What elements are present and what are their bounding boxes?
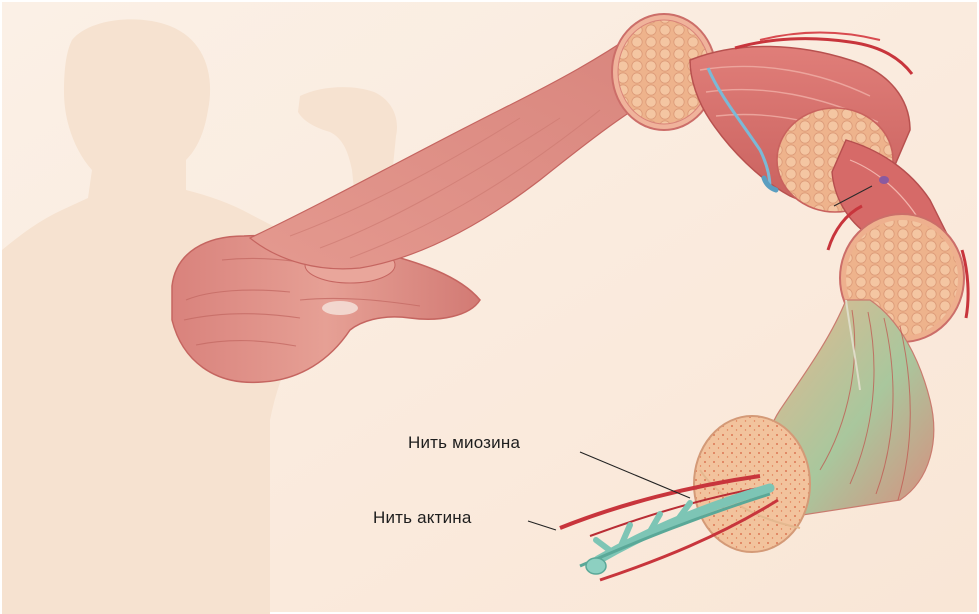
- label-myosin-filament: Нить миозина: [408, 433, 520, 453]
- label-actin-filament: Нить актина: [373, 508, 472, 528]
